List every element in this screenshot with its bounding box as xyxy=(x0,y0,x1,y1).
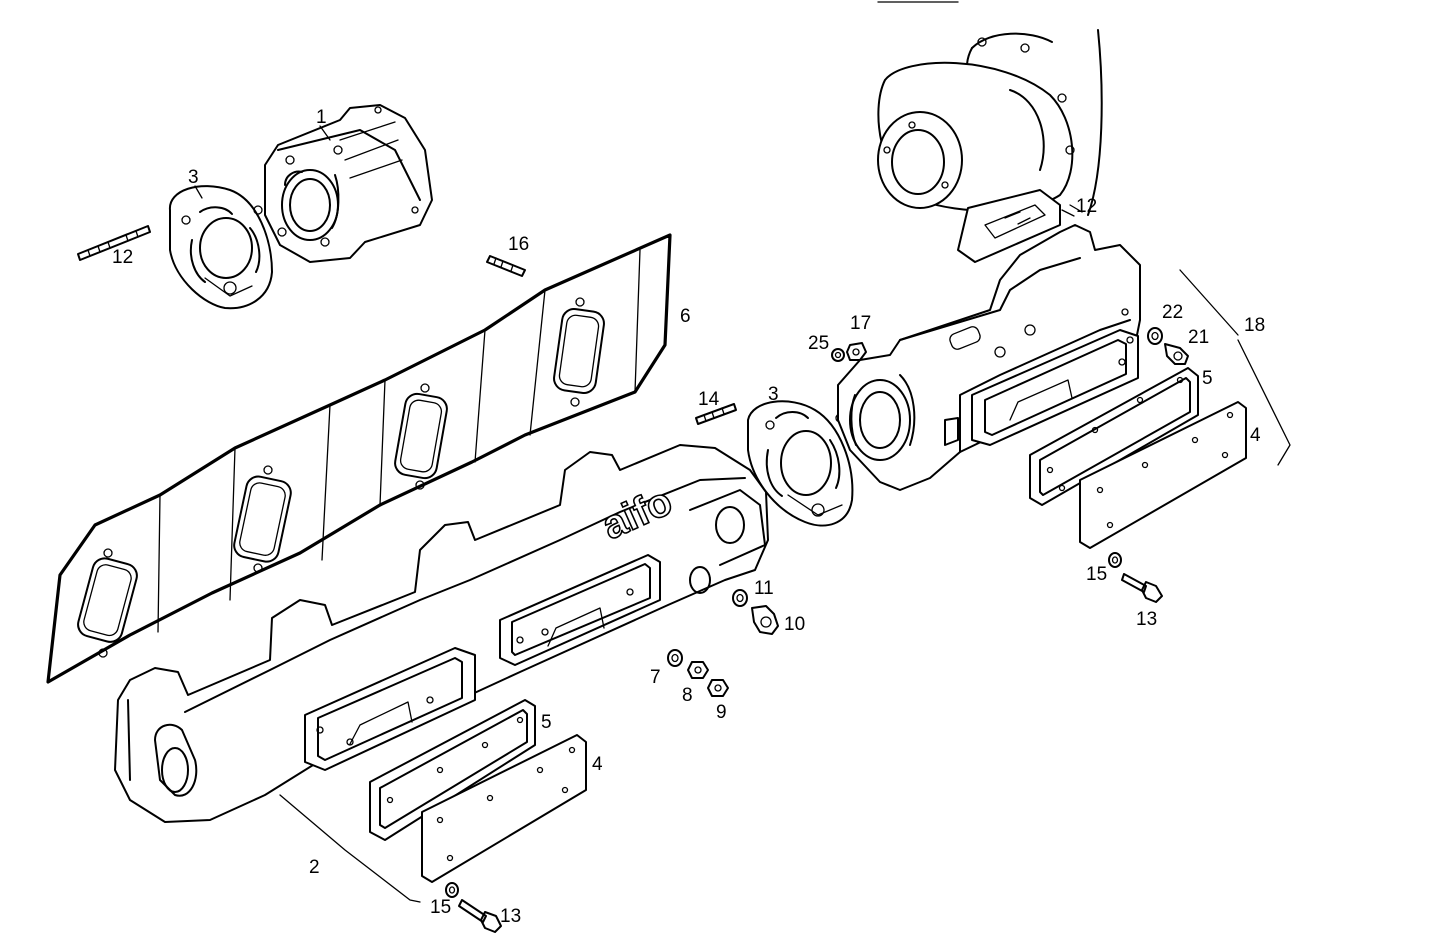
callout-1: 1 xyxy=(316,107,327,128)
exhaust-manifold-rear xyxy=(837,224,1141,491)
callout-14: 14 xyxy=(698,389,720,410)
callout-13-front: 13 xyxy=(500,906,521,927)
bolt-13-front xyxy=(458,899,502,933)
callout-15-front: 15 xyxy=(430,897,451,918)
callout-18: 18 xyxy=(1244,315,1265,336)
callout-12-left: 12 xyxy=(112,247,133,268)
manifold-gasket xyxy=(46,233,672,684)
cover-gasket-5-rear xyxy=(1029,367,1199,506)
callout-5-front: 5 xyxy=(541,712,552,733)
callout-10: 10 xyxy=(784,614,805,635)
turbocharger xyxy=(877,29,1103,263)
exhaust-manifold-front: aifo xyxy=(114,444,769,823)
stud-14 xyxy=(695,403,737,425)
callout-9: 9 xyxy=(716,702,727,723)
callout-13-rear: 13 xyxy=(1136,609,1157,630)
cover-plate-4-front xyxy=(421,734,587,883)
callout-2: 2 xyxy=(309,857,320,878)
callout-3-middle: 3 xyxy=(768,384,779,405)
pipe-section-1 xyxy=(264,104,433,263)
callout-21: 21 xyxy=(1188,327,1209,348)
callout-17: 17 xyxy=(850,313,871,334)
callout-15-rear: 15 xyxy=(1086,564,1107,585)
stud-12-left xyxy=(77,225,151,261)
callout-4-rear: 4 xyxy=(1250,425,1261,446)
callout-12-turbo: 12 xyxy=(1076,196,1097,217)
stud-16 xyxy=(486,255,526,277)
cover-plate-4-rear xyxy=(1079,401,1247,549)
callout-11: 11 xyxy=(754,578,774,599)
bolt-13-rear xyxy=(1121,573,1163,603)
callout-6: 6 xyxy=(680,306,691,327)
callout-8: 8 xyxy=(682,685,693,706)
flange-gasket-3-middle xyxy=(747,400,854,527)
callout-3-top: 3 xyxy=(188,167,199,188)
hardware-washers-nuts xyxy=(445,327,1189,898)
callout-16: 16 xyxy=(508,234,529,255)
callout-7: 7 xyxy=(650,667,661,688)
cover-gasket-5-front xyxy=(369,699,536,841)
callout-5-rear: 5 xyxy=(1202,368,1213,389)
leader-lines xyxy=(194,125,1291,903)
flange-gasket-3-top xyxy=(168,185,273,310)
callout-4-front: 4 xyxy=(592,754,603,775)
callout-25: 25 xyxy=(808,333,829,354)
callout-22: 22 xyxy=(1162,302,1183,323)
callout-labels: 1 3 12 16 6 14 3 25 17 12 22 21 18 5 4 1… xyxy=(112,107,1265,927)
